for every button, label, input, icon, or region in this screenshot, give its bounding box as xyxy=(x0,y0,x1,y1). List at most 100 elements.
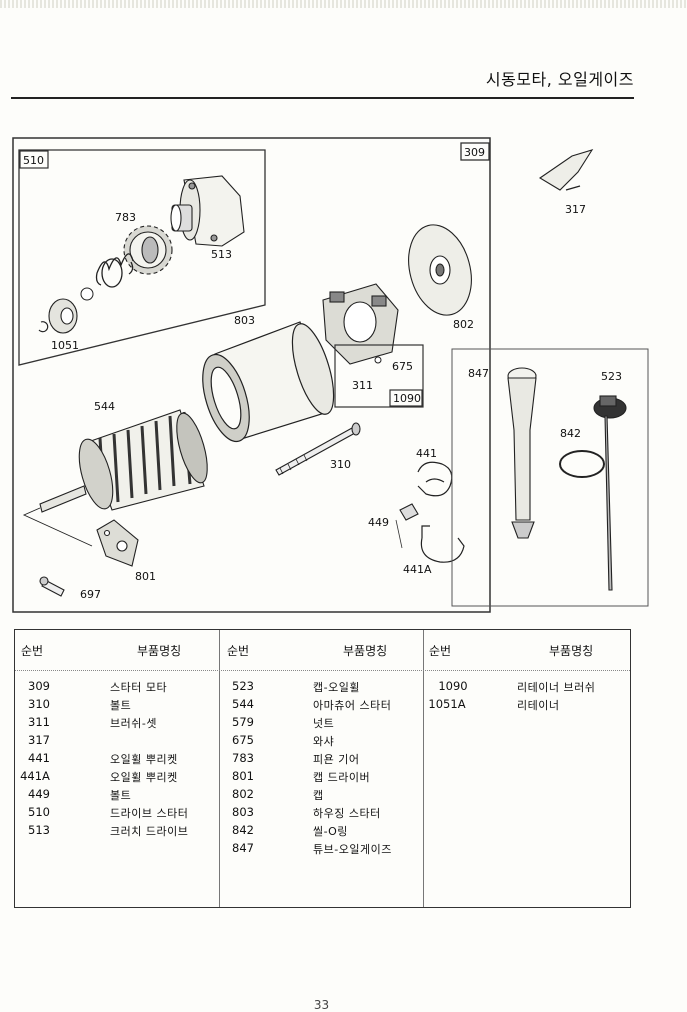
part-name: 스타터 모타 xyxy=(110,681,168,694)
part-name: 오일휠 뿌리켓 xyxy=(110,753,178,766)
part-number: 513 xyxy=(28,823,50,837)
clutch-drive xyxy=(170,175,245,247)
callout-1051: 1051 xyxy=(51,339,79,352)
part-name: 볼트 xyxy=(110,789,132,802)
drive-cap xyxy=(96,519,139,567)
table-divider-1 xyxy=(219,630,220,907)
oil-fill-bracket xyxy=(417,461,465,563)
scan-edge xyxy=(0,0,687,8)
box-label-1090-frame xyxy=(389,389,423,407)
parts-diagram: 309 510 1090 xyxy=(12,137,649,613)
callout-544: 544 xyxy=(94,400,115,413)
header-col2-name: 부품명칭 xyxy=(343,644,388,658)
page-title: 시동모타, 오일게이즈 xyxy=(485,70,634,89)
armature-leader xyxy=(22,507,93,547)
screw-697 xyxy=(39,576,65,597)
pinion-gear xyxy=(123,225,173,275)
part-number: 675 xyxy=(232,733,254,747)
part-name: 리테이너 브러쉬 xyxy=(517,681,596,694)
part-number: 311 xyxy=(28,715,50,729)
part-317 xyxy=(538,149,594,191)
box-label-510: 510 xyxy=(23,154,44,167)
part-name: 오일휠 뿌리켓 xyxy=(110,771,178,784)
header-col3-name: 부품명칭 xyxy=(549,644,594,658)
part-number: 1051A xyxy=(428,697,466,711)
part-name: 캡 드라이버 xyxy=(313,771,371,784)
bolt-leader xyxy=(395,519,403,549)
part-number: 310 xyxy=(28,697,50,711)
part-name: 캡-오일휠 xyxy=(313,681,360,694)
part-name: 넛트 xyxy=(313,717,335,730)
part-number: 579 xyxy=(232,715,254,729)
part-number: 544 xyxy=(232,697,254,711)
callout-783: 783 xyxy=(115,211,136,224)
part-name: 아마츄어 스타터 xyxy=(313,699,392,712)
callout-449: 449 xyxy=(368,516,389,529)
page-number: 33 xyxy=(313,998,330,1012)
dipstick-tube xyxy=(507,367,537,539)
box-label-1090: 1090 xyxy=(393,392,421,405)
part-name: 캡 xyxy=(313,789,324,802)
parts-table: 순번 부품명칭 순번 부품명칭 순번 부품명칭 309 스타터 모타 310 볼… xyxy=(14,629,631,908)
part-name: 씰-O링 xyxy=(313,825,348,838)
header-col3-num: 순번 xyxy=(429,644,452,658)
o-ring-seal xyxy=(559,450,605,478)
callout-310: 310 xyxy=(330,458,351,471)
callout-801: 801 xyxy=(135,570,156,583)
callout-802: 802 xyxy=(453,318,474,331)
part-number: 802 xyxy=(232,787,254,801)
callout-513: 513 xyxy=(211,248,232,261)
part-name: 볼트 xyxy=(110,699,132,712)
part-name: 크러치 드라이브 xyxy=(110,825,189,838)
retainer-1051 xyxy=(48,298,78,334)
end-cap xyxy=(408,224,472,316)
part-name: 튜브-오일게이즈 xyxy=(313,843,392,856)
callout-847: 847 xyxy=(468,367,489,380)
part-number: 309 xyxy=(28,679,50,693)
part-name: 드라이브 스타터 xyxy=(110,807,189,820)
snap-ring xyxy=(38,321,49,333)
callout-675: 675 xyxy=(392,360,413,373)
part-name: 와샤 xyxy=(313,735,335,748)
starter-assembly-frame xyxy=(12,137,491,613)
armature xyxy=(39,409,208,513)
part-name: 리테이너 xyxy=(517,699,560,712)
through-bolt xyxy=(275,422,361,476)
part-number: 510 xyxy=(28,805,50,819)
part-number: 523 xyxy=(232,679,254,693)
callout-842: 842 xyxy=(560,427,581,440)
header-col1-num: 순번 xyxy=(21,644,44,658)
washer xyxy=(80,287,94,301)
brush-assembly-frame xyxy=(334,344,424,408)
callout-803: 803 xyxy=(234,314,255,327)
header-col1-name: 부품명칭 xyxy=(137,644,182,658)
dipstick-cap xyxy=(593,395,627,591)
part-number: 317 xyxy=(28,733,50,747)
part-number: 441A xyxy=(20,769,50,783)
washer-675 xyxy=(374,356,382,364)
starter-housing xyxy=(202,321,335,443)
part-number: 783 xyxy=(232,751,254,765)
part-name: 브러쉬-셋 xyxy=(110,717,157,730)
title-rule xyxy=(11,97,634,99)
callout-317: 317 xyxy=(565,203,586,216)
part-number: 803 xyxy=(232,805,254,819)
part-number: 842 xyxy=(232,823,254,837)
part-number: 441 xyxy=(28,751,50,765)
part-number: 801 xyxy=(232,769,254,783)
oil-gauge-frame xyxy=(451,348,649,607)
part-name: 피욘 기어 xyxy=(313,753,360,766)
callout-441: 441 xyxy=(416,447,437,460)
box-label-510-frame xyxy=(19,150,49,169)
header-col2-num: 순번 xyxy=(227,644,250,658)
bolt-449 xyxy=(399,503,419,521)
spring xyxy=(95,253,134,288)
box-label-309-frame xyxy=(460,142,490,161)
drive-assembly-frame xyxy=(18,149,266,366)
table-divider-2 xyxy=(423,630,424,907)
callout-441a: 441A xyxy=(403,563,432,576)
part-number: 449 xyxy=(28,787,50,801)
brush-plate xyxy=(322,283,399,365)
box-label-309: 309 xyxy=(464,146,485,159)
part-number: 1090 xyxy=(438,679,468,693)
